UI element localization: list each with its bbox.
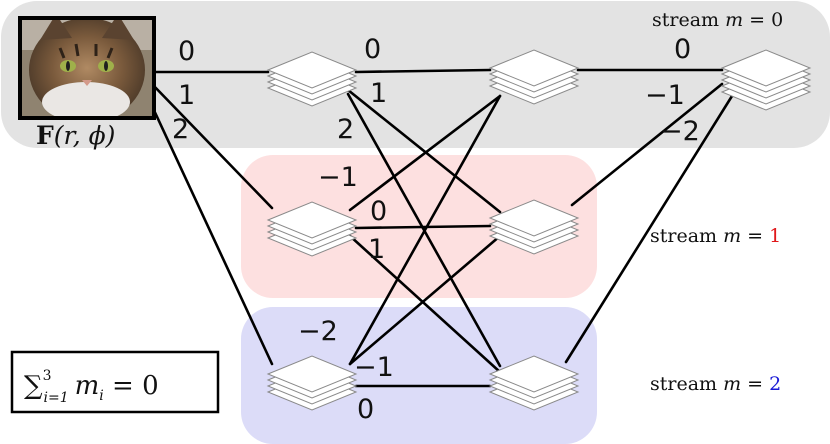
edge-a-b: [354, 68, 492, 74]
stream-band-m2: [241, 307, 597, 444]
edge-label-d-mid: 0: [370, 196, 387, 227]
edge-d-g: [348, 234, 502, 374]
edge-a-e: [346, 88, 502, 214]
edge-b-f: [348, 94, 502, 366]
input-label: F(r, ϕ): [36, 121, 115, 150]
cat-photo-icon: [18, 16, 156, 120]
edge-d-e: [354, 224, 492, 230]
edge-f-e: [348, 234, 502, 366]
edges: [150, 68, 734, 388]
edge-c-e: [570, 82, 724, 207]
edge-input-f: [150, 104, 274, 366]
edge-label-a-mid: 1: [370, 78, 387, 109]
edge-label-f-up: −2: [298, 316, 338, 347]
edge-label-input-top: 0: [178, 36, 195, 67]
stream-label-m1: stream m = 1: [650, 225, 781, 247]
edge-label-d-up: −1: [318, 162, 358, 193]
edge-label-c-mid: −1: [645, 80, 685, 111]
edge-c-g: [564, 94, 734, 364]
edge-label-input-low: 2: [172, 114, 189, 145]
edge-label-input-mid: 1: [178, 80, 195, 111]
edge-label-a-top: 0: [364, 34, 381, 65]
edge-labels: 0 1 2 0 1 2 0 −1 −2 −1 0 1 −2 −1 0: [172, 34, 700, 425]
stream-label-m0: stream m = 0: [652, 9, 783, 31]
stream-label-m2: stream m = 2: [650, 373, 781, 395]
edge-input-d: [150, 82, 274, 210]
stream-band-m0: [1, 1, 830, 148]
edge-label-c-top: 0: [674, 34, 691, 65]
edge-label-f-low: 0: [357, 394, 374, 425]
input-image: [18, 16, 156, 120]
edge-label-c-low: −2: [660, 116, 700, 147]
edge-label-f-mid: −1: [354, 352, 394, 383]
edge-label-d-low: 1: [368, 234, 385, 265]
edge-label-a-low: 2: [337, 114, 354, 145]
edge-b-d: [348, 94, 502, 212]
